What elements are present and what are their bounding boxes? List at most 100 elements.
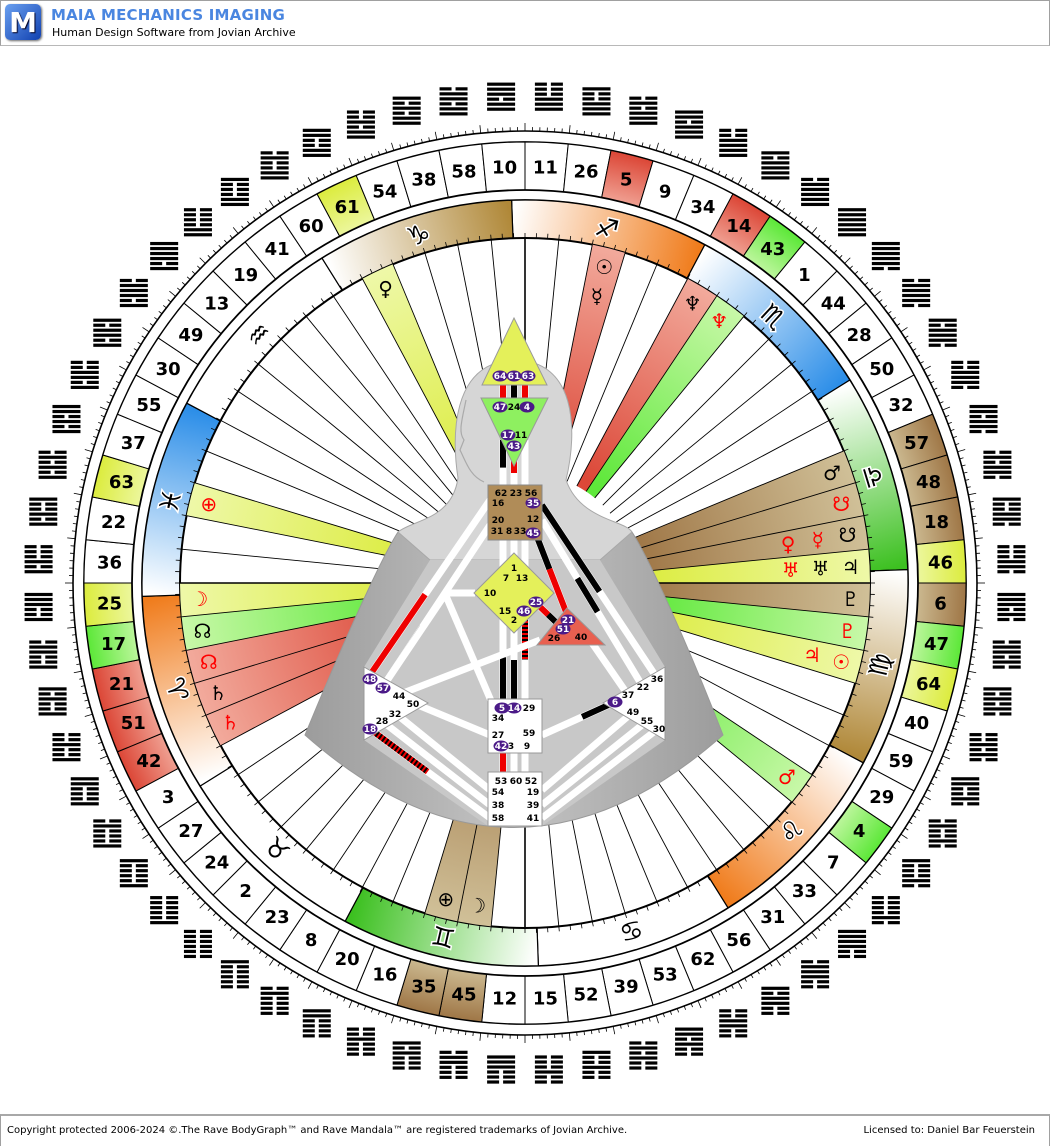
hexagram-line [29, 508, 41, 511]
bodygraph-gate-59: 59 [523, 729, 536, 739]
tick-mark [130, 355, 133, 357]
hexagram-line [918, 874, 930, 877]
tick-mark [134, 815, 137, 817]
tick-mark [138, 342, 141, 344]
hexagram-line [691, 1053, 703, 1056]
hexagram-line [999, 692, 1011, 695]
tick-mark [874, 870, 880, 875]
hexagram-line [929, 344, 941, 347]
hexagram-line [970, 733, 982, 736]
gate-number-32: 32 [889, 395, 914, 416]
hexagram-line [456, 1076, 468, 1079]
tick-mark [884, 858, 887, 860]
hexagram-line [393, 122, 421, 125]
hexagram-line [735, 1014, 747, 1017]
hexagram-line [777, 1007, 789, 1010]
hexagram-line [838, 218, 866, 221]
hexagram-line [25, 593, 53, 596]
hexagram-line [29, 660, 41, 663]
hexagram-line [184, 218, 196, 221]
bodygraph-gate-16: 16 [492, 499, 505, 509]
hexagram-line [872, 242, 900, 245]
hexagram-line [166, 896, 178, 899]
hexagram-line [929, 319, 957, 322]
tick-mark [265, 208, 267, 211]
hexagram-line [902, 879, 930, 882]
bodygraph-gate-22: 22 [637, 683, 650, 693]
tick-mark [924, 796, 931, 800]
hexagram-line [456, 87, 468, 90]
tick-mark [937, 395, 941, 397]
tick-mark [860, 277, 863, 280]
hexagram-48 [983, 451, 1011, 479]
tick-mark [330, 171, 332, 175]
hexagram-line [993, 655, 1005, 658]
hexagram-line [319, 139, 331, 142]
gate-number-28: 28 [847, 325, 872, 346]
hexagram-line [551, 88, 563, 91]
hexagram-line [393, 117, 421, 120]
hexagram-line [487, 1070, 499, 1073]
hexagram-line [675, 1043, 703, 1046]
hexagram-line [303, 1019, 315, 1022]
hexagram-line [735, 1034, 747, 1037]
bodygraph-gate-62: 62 [495, 489, 508, 499]
tick-mark [113, 388, 117, 390]
hexagram-line [675, 110, 703, 113]
hexagram-line [41, 613, 53, 616]
bodygraph-gate-26: 26 [548, 634, 561, 644]
bodygraph-gate-20: 20 [492, 516, 505, 526]
hexagram-line [55, 451, 67, 454]
tick-mark [143, 327, 150, 331]
hexagram-line [456, 1066, 468, 1069]
gate-number-60: 60 [299, 216, 324, 237]
hexagram-line [409, 1066, 421, 1069]
hexagram-line [983, 471, 1011, 474]
tick-mark [913, 349, 916, 351]
hexagram-line [503, 1070, 515, 1073]
hexagram-line [598, 1071, 610, 1074]
tick-mark [291, 192, 293, 195]
tick-mark [924, 366, 931, 370]
hexagram-line [997, 613, 1025, 616]
tick-mark [901, 327, 908, 331]
gate-number-3: 3 [162, 787, 175, 808]
tick-mark [725, 988, 727, 992]
tick-mark [169, 870, 175, 875]
hexagram-line [645, 97, 657, 100]
hexagram-line [487, 88, 515, 91]
hexagram-line [221, 975, 233, 978]
hexagram-line [166, 916, 178, 919]
tick-mark [344, 998, 346, 1002]
hexagram-line [629, 1066, 641, 1069]
hexagram-line [52, 420, 80, 423]
hexagram-50 [929, 319, 957, 347]
tick-mark [770, 200, 772, 203]
hexagram-line [120, 294, 148, 297]
hexagram-line [918, 304, 930, 307]
hexagram-line [888, 911, 900, 914]
hexagram-line [993, 513, 1021, 516]
hexagram-19 [184, 208, 212, 236]
hexagram-line [393, 97, 421, 100]
hexagram-line [52, 743, 80, 746]
hexagram-line [52, 733, 64, 736]
hexagram-line [872, 257, 900, 260]
hexagram-line [761, 987, 789, 990]
tick-mark [344, 165, 346, 169]
bodygraph-gate-38: 38 [492, 801, 505, 811]
hexagram-line [347, 125, 359, 128]
tick-mark [764, 196, 766, 199]
hexagram-line [25, 613, 37, 616]
hexagram-line [535, 1070, 563, 1073]
hexagram-line [487, 1080, 499, 1083]
hexagram-line [393, 1061, 405, 1064]
tick-mark [85, 449, 93, 451]
hexagram-line [629, 1041, 641, 1044]
hexagram-line [440, 112, 468, 115]
hexagram-line [93, 344, 121, 347]
hexagram-line [997, 555, 1009, 558]
tick-mark [213, 913, 216, 916]
planet-glyph-gate-18: ♀ [781, 532, 796, 556]
hexagram-line [929, 334, 957, 337]
